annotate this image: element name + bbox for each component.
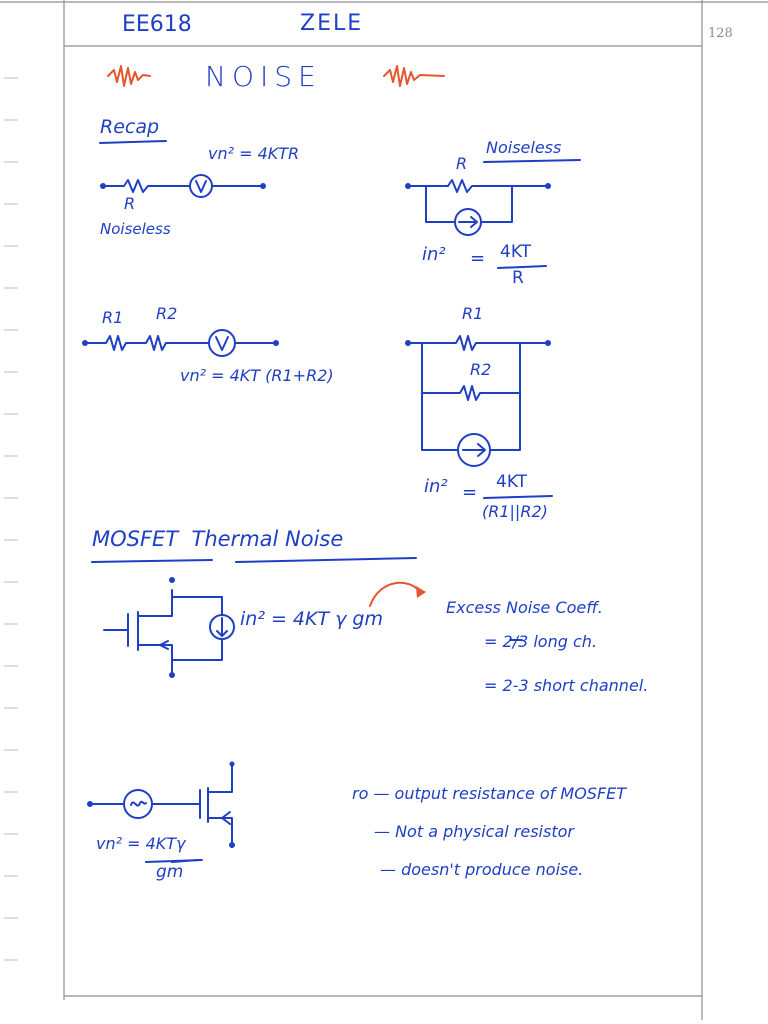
noise-squiggle-right bbox=[383, 65, 445, 87]
series-two-resistor-circuit bbox=[82, 329, 279, 357]
ro-note-line-3: — doesn't produce noise. bbox=[380, 860, 584, 879]
series-source-eq: vn² = 4KTR bbox=[208, 144, 300, 163]
excess-noise-label: Excess Noise Coeff. bbox=[446, 598, 603, 617]
coeff-long-channel: = 2/3 long ch. bbox=[484, 632, 597, 651]
recap-heading: Recap bbox=[100, 116, 160, 138]
noise-squiggle-left bbox=[107, 65, 151, 87]
gate-noise-eq-den: gm bbox=[156, 862, 184, 882]
ro-note-line-1: ro — output resistance of MOSFET bbox=[352, 784, 627, 803]
parallel-noise-source-circuit bbox=[405, 179, 551, 236]
page-number: 128 bbox=[708, 26, 733, 41]
parallel-source-eq-num: 4KT bbox=[500, 242, 532, 262]
author-name: ZELE bbox=[300, 11, 364, 36]
parallel-source-eq-den: R bbox=[512, 268, 524, 288]
binding-marks bbox=[4, 77, 18, 961]
parallel-source-note: Noiseless bbox=[486, 138, 562, 157]
series-source-r-label: R bbox=[124, 194, 136, 213]
parallel-source-eq-left: in² bbox=[422, 244, 446, 265]
parallel-two-resistor-circuit bbox=[405, 335, 551, 467]
parallel-two-equals: = bbox=[462, 482, 478, 503]
series-source-note: Noiseless bbox=[100, 220, 171, 238]
series-two-eq: vn² = 4KT (R1+R2) bbox=[180, 366, 334, 385]
ro-note-line-2: — Not a physical resistor bbox=[374, 822, 574, 841]
parallel-source-equals: = bbox=[470, 248, 486, 269]
series-two-r2-label: R2 bbox=[156, 304, 178, 323]
parallel-source-r-label: R bbox=[456, 154, 468, 173]
mosfet-underline bbox=[91, 559, 213, 563]
parallel-eq-fraction-bar bbox=[497, 265, 547, 269]
parallel-two-eq-left: in² bbox=[424, 476, 448, 497]
coeff-short-channel: = 2-3 short channel. bbox=[484, 676, 649, 695]
mosfet-gate-noise-circuit bbox=[87, 761, 235, 863]
mosfet-heading: MOSFET Thermal Noise bbox=[92, 527, 344, 551]
noiseless-underline bbox=[483, 159, 581, 163]
course-code: EE618 bbox=[122, 12, 192, 37]
parallel-two-eq-den: (R1||R2) bbox=[482, 502, 548, 521]
page-title: NOISE bbox=[205, 60, 322, 93]
recap-underline bbox=[99, 140, 167, 144]
thermal-noise-underline bbox=[235, 557, 417, 563]
gate-eq-fraction-bar bbox=[145, 859, 203, 863]
parallel-two-r1-label: R1 bbox=[462, 304, 484, 323]
gate-noise-eq-num: vn² = 4KTγ bbox=[96, 834, 186, 853]
mosfet-noise-eq: in² = 4KT γ gm bbox=[240, 608, 383, 630]
parallel-two-r2-label: R2 bbox=[470, 360, 492, 379]
series-two-r1-label: R1 bbox=[102, 308, 124, 327]
parallel-two-eq-fraction-bar bbox=[483, 495, 553, 499]
mosfet-current-source-circuit bbox=[103, 577, 426, 678]
series-noise-source-circuit bbox=[100, 174, 266, 198]
parallel-two-eq-num: 4KT bbox=[496, 472, 528, 492]
